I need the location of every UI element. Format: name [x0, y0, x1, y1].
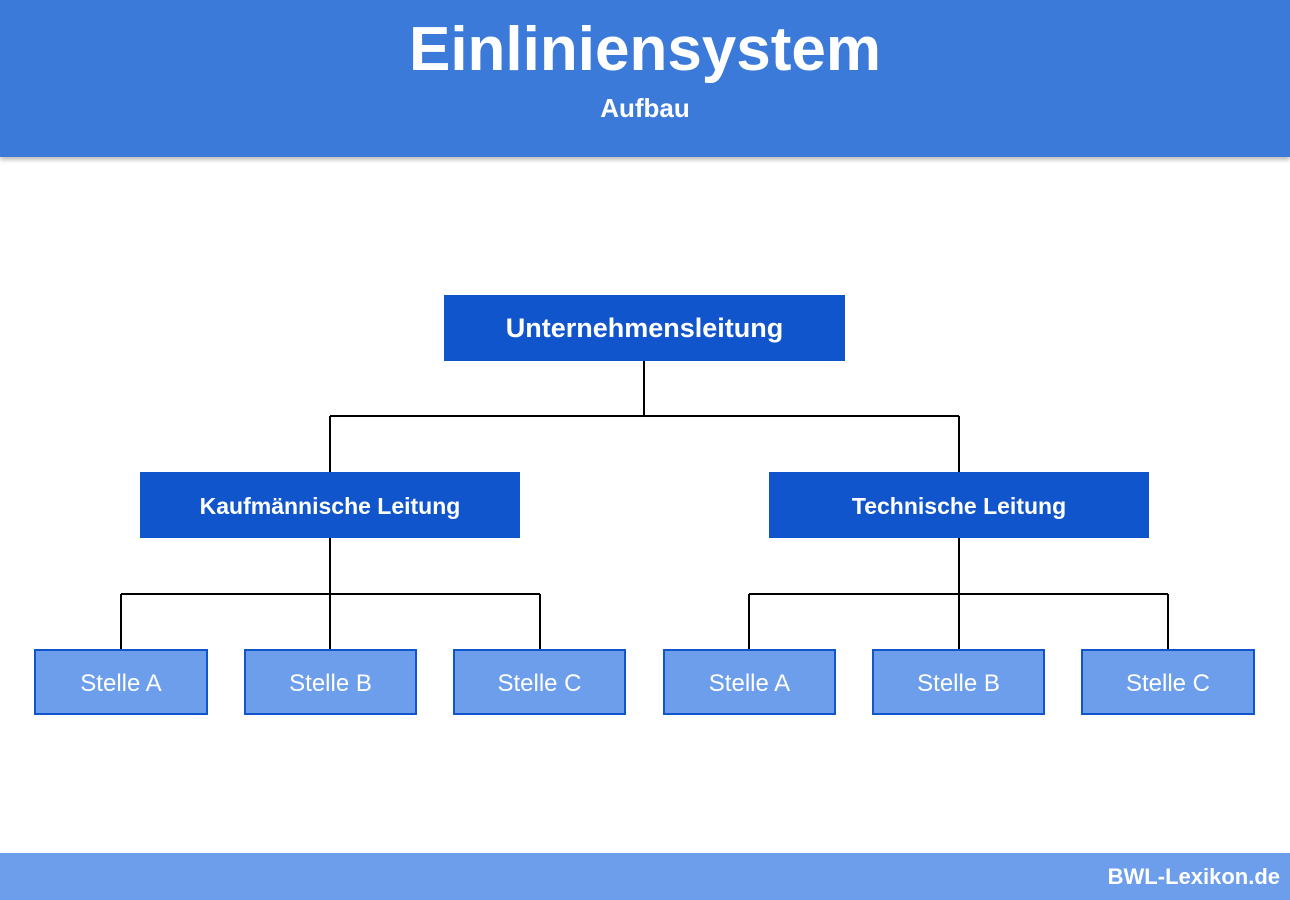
node-branch-left-label: Kaufmännische Leitung	[200, 493, 461, 519]
footer-brand: BWL-Lexikon.de	[1107, 864, 1280, 889]
node-left-child-a-box	[34, 649, 208, 715]
node-left-child-b-box	[244, 649, 417, 715]
page-subtitle: Aufbau	[600, 93, 690, 123]
node-left-child-b: Stelle B	[244, 649, 417, 715]
node-branch-left-box	[140, 472, 520, 538]
node-left-child-a-label: Stelle A	[80, 670, 161, 697]
node-left-child-c: Stelle C	[453, 649, 626, 715]
node-right-child-b-box	[872, 649, 1045, 715]
header-banner: Einliniensystem Aufbau	[0, 0, 1290, 157]
footer-bar: BWL-Lexikon.de	[0, 853, 1290, 900]
connectors	[120, 361, 1169, 650]
node-right-child-b-label: Stelle B	[917, 670, 1000, 697]
node-left-child-c-label: Stelle C	[497, 670, 581, 697]
node-root-label: Unternehmensleitung	[506, 313, 784, 343]
node-right-child-a-label: Stelle A	[709, 670, 790, 697]
node-branch-left: Kaufmännische Leitung	[140, 472, 520, 538]
node-root: Unternehmensleitung	[444, 295, 845, 361]
node-right-child-c-box	[1081, 649, 1255, 715]
node-root-box	[444, 295, 845, 361]
node-right-child-a: Stelle A	[663, 649, 836, 715]
node-right-child-a-box	[663, 649, 836, 715]
node-right-child-c-label: Stelle C	[1126, 670, 1210, 697]
node-branch-right-box	[769, 472, 1149, 538]
node-left-child-c-box	[453, 649, 626, 715]
node-left-child-a: Stelle A	[34, 649, 208, 715]
node-branch-right-label: Technische Leitung	[852, 493, 1066, 519]
node-right-child-c: Stelle C	[1081, 649, 1255, 715]
page-title: Einliniensystem	[408, 15, 882, 84]
node-branch-right: Technische Leitung	[769, 472, 1149, 538]
node-left-child-b-label: Stelle B	[289, 670, 372, 697]
node-right-child-b: Stelle B	[872, 649, 1045, 715]
